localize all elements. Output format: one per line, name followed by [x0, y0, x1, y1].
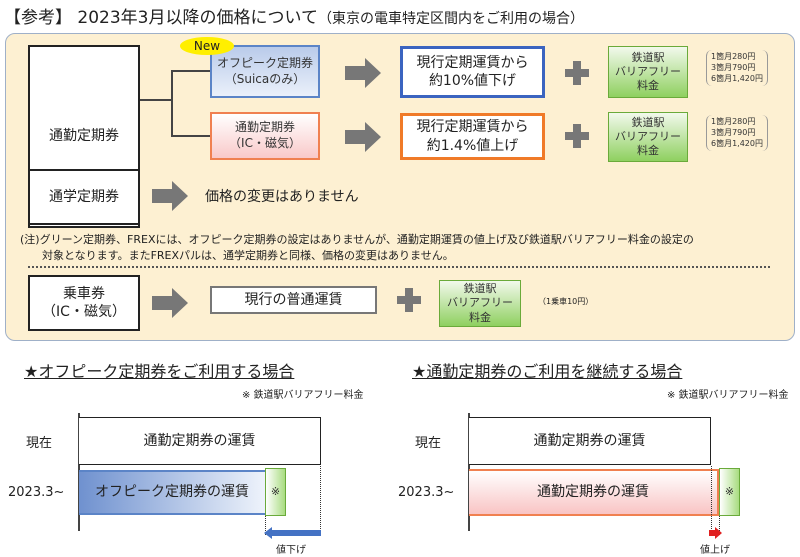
change-label: 値上げ: [700, 545, 730, 556]
ticket-line: （Suicaのみ）: [224, 71, 306, 86]
change-line: 約1.4%値上げ: [426, 137, 519, 154]
ticket-line: 乗車券: [63, 285, 105, 302]
from-label: 2023.3~: [398, 485, 455, 500]
fee-line: 鉄道駅: [631, 115, 665, 129]
continue-heading: ★通勤定期券のご利用を継続する場合: [412, 362, 683, 381]
price-change-box: 現行定期運賃から約10%値下げ: [400, 46, 545, 98]
offpeak-fare-bar: オフピーク定期券の運賃: [79, 470, 265, 515]
guide-line: [719, 516, 720, 535]
bar-label: 通勤定期券の運賃: [143, 432, 256, 449]
current-fare-bar: 通勤定期券の運賃: [79, 417, 321, 465]
connector: [171, 135, 211, 137]
from-label: 2023.3~: [8, 485, 65, 500]
price: 6箇月1,420円: [711, 138, 763, 148]
legend-note: ※ 鉄道駅バリアフリー料金: [242, 390, 364, 401]
price: 3箇月790円: [711, 127, 756, 137]
plus-icon: [397, 288, 421, 312]
ticket-line: オフピーク定期券: [216, 55, 313, 70]
ticket-line: （IC・磁気）: [229, 136, 301, 150]
barrier-free-fee-segment: ※: [265, 468, 286, 516]
regular-fare-box: 現行の普通運賃: [210, 286, 377, 314]
commuter-pass-label: 通勤定期券: [49, 128, 119, 145]
legend-note: ※ 鉄道駅バリアフリー料金: [667, 390, 789, 401]
title-main: 【参考】 2023年3月以降の価格について: [4, 8, 318, 28]
barrier-free-fee-box: 鉄道駅バリアフリー料金: [608, 46, 688, 98]
bar-label: オフピーク定期券の運賃: [95, 484, 249, 501]
fee-line: 料金: [637, 79, 659, 93]
arrow-right-icon: [345, 122, 381, 152]
fee-line: バリアフリー: [615, 64, 681, 78]
plus-icon: [565, 61, 589, 85]
new-badge: New: [180, 37, 234, 55]
price: 6箇月1,420円: [711, 73, 763, 83]
plus-icon: [565, 124, 589, 148]
connector: [140, 99, 172, 101]
student-no-change: 価格の変更はありません: [205, 189, 359, 205]
now-label: 現在: [26, 436, 53, 451]
ticket-line: （IC・磁気）: [42, 304, 126, 320]
commuter-fare-bar: 通勤定期券の運賃: [469, 469, 719, 516]
price: 1箇月280円: [711, 117, 756, 126]
ticket-fee-price: （1乗車10円）: [538, 297, 594, 306]
offpeak-pass-box: オフピーク定期券（Suicaのみ）: [210, 45, 320, 98]
fee-line: 料金: [469, 310, 491, 324]
fee-line: バリアフリー: [447, 296, 513, 310]
current-fare-bar: 通勤定期券の運賃: [469, 417, 711, 465]
ticket-box: 乗車券 （IC・磁気）: [28, 275, 140, 331]
bar-label: 通勤定期券の運賃: [533, 432, 646, 449]
price-change-box: 現行定期運賃から約1.4%値上げ: [400, 113, 545, 160]
divider: [28, 266, 770, 268]
fee-line: 料金: [637, 144, 659, 158]
student-pass-box: 通学定期券: [28, 169, 140, 225]
note-line: 対象となります。またFREXパルは、通学定期券と同様、価格の変更はありません。: [42, 249, 454, 262]
price: 3箇月790円: [711, 62, 756, 72]
guide-line: [320, 466, 321, 535]
barrier-free-fee-box: 鉄道駅バリアフリー料金: [439, 280, 521, 327]
fee-mark: ※: [724, 484, 735, 498]
offpeak-heading: ★オフピーク定期券をご利用する場合: [24, 362, 295, 381]
price: 1箇月280円: [711, 52, 756, 61]
note: (注)グリーン定期券、FREXには、オフピーク定期券の設定はありませんが、通勤定…: [20, 232, 780, 264]
bar-label: 通勤定期券の運賃: [537, 484, 649, 501]
change-line: 約10%値下げ: [428, 73, 517, 89]
now-label: 現在: [415, 436, 442, 451]
arrow-left-icon: [264, 527, 321, 539]
change-line: 現行定期運賃から: [416, 119, 529, 136]
fee-line: 鉄道駅: [463, 282, 497, 296]
barrier-free-fee-segment: ※: [719, 468, 740, 516]
arrow-right-icon: [345, 58, 381, 88]
ticket-line: 通勤定期券: [234, 120, 295, 135]
change-line: 現行定期運賃から: [416, 54, 529, 71]
connector: [171, 70, 211, 72]
guide-line: [711, 466, 712, 535]
student-pass-label: 通学定期券: [49, 188, 119, 205]
change-label: 値下げ: [276, 545, 306, 556]
guide-line: [265, 516, 266, 535]
connector: [171, 70, 173, 136]
commuter-ic-pass-box: 通勤定期券（IC・磁気）: [210, 112, 320, 160]
page-title: 【参考】 2023年3月以降の価格について（東京の電車特定区間内をご利用の場合）: [4, 3, 584, 28]
title-sub: （東京の電車特定区間内をご利用の場合）: [317, 11, 584, 27]
barrier-free-fee-box: 鉄道駅バリアフリー料金: [608, 112, 688, 162]
regular-fare: 現行の普通運賃: [244, 291, 343, 308]
arrow-right-icon: [152, 288, 188, 318]
fee-line: 鉄道駅: [631, 50, 665, 64]
fee-line: バリアフリー: [615, 129, 681, 143]
fee-mark: ※: [270, 484, 281, 498]
arrow-right-icon: [709, 527, 722, 539]
note-line: (注)グリーン定期券、FREXには、オフピーク定期券の設定はありませんが、通勤定…: [20, 233, 694, 246]
arrow-right-icon: [152, 181, 188, 211]
